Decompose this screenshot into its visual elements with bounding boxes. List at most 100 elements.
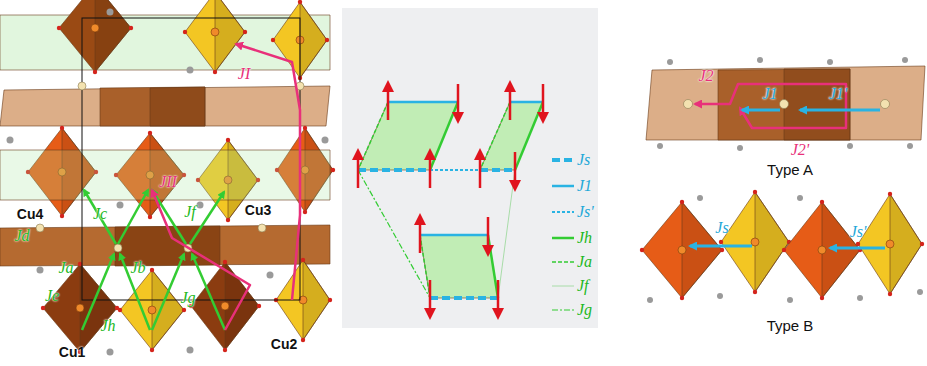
hydrogen-atom [647, 297, 653, 303]
oxygen-atom [182, 308, 186, 312]
cu-atom [818, 246, 826, 254]
legend-text: Jh [577, 230, 592, 246]
coupling-label: J2' [791, 142, 810, 158]
oxygen-atom [223, 260, 227, 264]
oxygen-atom [148, 215, 152, 219]
cu-atom-band [684, 100, 693, 109]
bond [480, 168, 515, 172]
hydrogen-atom [667, 59, 673, 65]
cu-octahedron [120, 270, 184, 350]
legend-text: Ja [577, 254, 592, 270]
type-caption: Type A [767, 162, 813, 178]
oxygen-atom [753, 290, 757, 294]
bond [430, 169, 480, 171]
cu-atom-band [258, 224, 266, 232]
exchange-path [152, 190, 250, 330]
coupling-label: JI [238, 66, 250, 82]
hydrogen-atom [797, 195, 803, 201]
coupling-label: Jc [93, 206, 107, 222]
cu-atom [148, 306, 156, 314]
bond [480, 102, 510, 170]
panel-ground [342, 8, 598, 328]
coupling-label: J1 [762, 86, 777, 102]
octahedron-shade [95, 0, 131, 72]
coupling-label: Jh [100, 318, 115, 334]
exchange-path [192, 254, 225, 330]
hydrogen-atom [107, 349, 114, 356]
legend-sample [552, 286, 574, 287]
legend-text: Js [577, 152, 590, 168]
oxygen-atom [226, 138, 230, 142]
bond [510, 101, 543, 104]
oxygen-atom [301, 338, 305, 342]
oxygen-atom [888, 292, 892, 296]
hydrogen-atom [37, 267, 44, 274]
cu-band-shade [784, 69, 850, 140]
oxygen-atom [680, 200, 684, 204]
cu-atom [678, 246, 686, 254]
cu-atom [886, 240, 894, 248]
oxygen-atom [60, 126, 64, 130]
legend-text: J1 [577, 178, 592, 194]
oxygen-atom [753, 190, 757, 194]
atom-label: Cu4 [17, 206, 43, 222]
exchange-path [830, 247, 885, 250]
hydrogen-atom [847, 143, 853, 149]
cu-atom [76, 304, 84, 312]
atom-label: Cu3 [245, 202, 271, 218]
cu-atom-band [78, 82, 86, 90]
legend-sample [552, 211, 574, 213]
octahedron-shade [682, 202, 722, 298]
bond [358, 102, 388, 170]
cu-band [0, 86, 330, 126]
octahedron-shade [225, 262, 259, 350]
coupling-label: Jg [180, 290, 195, 306]
oxygen-atom [298, 0, 302, 4]
oxygen-atom [60, 214, 64, 218]
bond [358, 168, 430, 172]
unit-cell [82, 18, 300, 300]
hydrogen-atom [757, 57, 763, 63]
oxygen-atom [93, 70, 97, 74]
hydrogen-atom [697, 195, 703, 201]
spin-down [514, 152, 517, 186]
legend-sample [552, 185, 574, 188]
spin-up [429, 154, 432, 188]
hydrogen-atom [267, 272, 274, 279]
plaquette [480, 102, 543, 170]
oxygen-atom [856, 242, 860, 246]
oxygen-atom [331, 168, 335, 172]
spin-down [429, 280, 432, 314]
atom-label: Cu2 [271, 336, 297, 352]
cu-octahedron [185, 0, 245, 72]
coupling-label: JII [159, 174, 177, 190]
cu-atom [221, 302, 229, 310]
coupling-label: Jb [130, 260, 145, 276]
oxygen-atom [257, 304, 261, 308]
oxygen-atom [150, 348, 154, 352]
oxygen-atom [719, 240, 723, 244]
hydrogen-atom [717, 293, 723, 299]
cu-octahedron [784, 202, 860, 298]
oxygen-atom [226, 218, 230, 222]
bond [488, 235, 498, 298]
spin-up [419, 219, 422, 253]
oxygen-atom [301, 258, 305, 262]
cu-octahedron [642, 202, 722, 298]
spin-up [479, 154, 482, 188]
coupling-label: J2 [698, 68, 713, 84]
coupling-label: Js [715, 220, 728, 236]
octahedron-shade [822, 202, 860, 298]
cu-octahedron [43, 264, 117, 352]
oxygen-atom [150, 268, 154, 272]
hydrogen-atom [737, 145, 743, 151]
coupling-label: Ja [58, 260, 73, 276]
cu-band-shade [150, 87, 205, 126]
hydrogen-atom [907, 143, 913, 149]
hydrogen-atom [827, 59, 833, 65]
legend-sample [552, 261, 574, 263]
bond [430, 102, 458, 170]
bond [430, 296, 498, 300]
exchange-path [152, 254, 184, 330]
